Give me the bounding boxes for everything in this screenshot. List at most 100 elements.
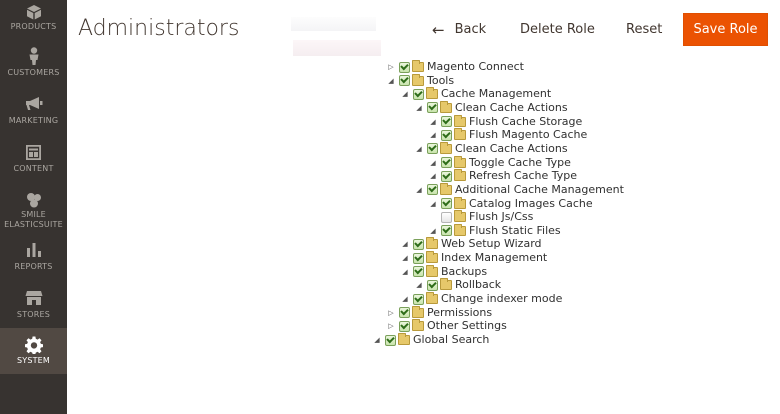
tree-node-label[interactable]: Web Setup Wizard: [441, 237, 542, 251]
collapse-toggle-icon[interactable]: ◢: [430, 158, 436, 167]
tree-node[interactable]: ◢ Index Management: [400, 251, 547, 265]
tree-node-checkbox[interactable]: [413, 293, 424, 305]
tree-node-checkbox[interactable]: [399, 320, 410, 332]
tree-node-label[interactable]: Permissions: [427, 305, 493, 319]
folder-icon: [412, 73, 424, 86]
sidebar-item-reports[interactable]: Reports: [0, 238, 67, 286]
save-role-button[interactable]: Save Role: [683, 13, 768, 46]
tree-node-checkbox[interactable]: [427, 143, 438, 155]
tree-node[interactable]: ◢ Global Search: [372, 333, 489, 347]
collapse-toggle-icon[interactable]: ◢: [416, 185, 422, 194]
tree-node[interactable]: ◢ Additional Cache Management: [414, 182, 624, 197]
tree-node[interactable]: ◢ Clean Cache Actions: [414, 141, 568, 156]
tree-node-checkbox[interactable]: [399, 307, 410, 319]
sidebar-item-content[interactable]: Content: [0, 140, 67, 188]
collapse-toggle-icon[interactable]: ◢: [402, 240, 408, 249]
tree-node-checkbox[interactable]: [441, 170, 452, 182]
tree-node-checkbox[interactable]: [413, 88, 424, 100]
tree-node-label[interactable]: Refresh Cache Type: [469, 169, 578, 183]
collapse-toggle-icon[interactable]: ◢: [402, 295, 408, 304]
collapse-toggle-icon[interactable]: ◢: [402, 90, 408, 99]
tree-node[interactable]: ▷ Permissions: [386, 305, 493, 320]
tree-node[interactable]: ◢ Backups: [400, 264, 488, 279]
tree-node-checkbox[interactable]: [441, 211, 452, 223]
tree-node-label[interactable]: Toggle Cache Type: [469, 155, 571, 169]
back-button[interactable]: ← Back: [432, 13, 486, 46]
tree-node-label[interactable]: Rollback: [455, 278, 502, 292]
expand-toggle-icon[interactable]: ▷: [388, 308, 394, 317]
collapse-toggle-icon[interactable]: ◢: [430, 117, 436, 126]
tree-node-checkbox[interactable]: [413, 252, 424, 264]
collapse-toggle-icon[interactable]: ◢: [388, 76, 394, 85]
collapse-toggle-icon[interactable]: ◢: [430, 226, 436, 235]
tree-node-label[interactable]: Index Management: [441, 251, 548, 265]
tree-node-label[interactable]: Backups: [441, 264, 488, 278]
collapse-toggle-icon[interactable]: ◢: [430, 199, 436, 208]
tree-node-label[interactable]: Catalog Images Cache: [469, 196, 593, 210]
delete-role-button[interactable]: Delete Role: [520, 22, 595, 37]
sidebar-item-marketing[interactable]: Marketing: [0, 92, 67, 140]
collapse-toggle-icon[interactable]: ◢: [416, 281, 422, 290]
reset-button[interactable]: Reset: [626, 22, 663, 37]
tree-node-label[interactable]: Additional Cache Management: [455, 182, 624, 196]
tree-node-checkbox[interactable]: [441, 157, 452, 169]
tree-node-label[interactable]: Flush Js/Css: [469, 210, 534, 224]
tree-node-checkbox[interactable]: [399, 75, 410, 87]
folder-icon: [454, 223, 466, 236]
collapse-toggle-icon[interactable]: ◢: [430, 131, 436, 140]
sidebar-item-stores[interactable]: Stores: [0, 286, 67, 334]
content-icon: [0, 142, 67, 162]
tree-node-label[interactable]: Global Search: [413, 333, 490, 346]
sidebar-item-products[interactable]: Products: [0, 0, 67, 48]
tree-node[interactable]: ◢ Flush Magento Cache: [428, 128, 587, 142]
sidebar-item-smile-elasticsuite[interactable]: Smile ElasticSuite: [0, 188, 67, 234]
tree-node[interactable]: ◢ Clean Cache Actions: [414, 100, 568, 115]
tree-node-checkbox[interactable]: [413, 238, 424, 250]
tree-node[interactable]: ▷ Other Settings: [386, 319, 507, 333]
tree-node-label[interactable]: Cache Management: [441, 87, 552, 101]
tree-node-checkbox[interactable]: [441, 116, 452, 128]
arrow-left-icon: ←: [432, 20, 445, 39]
tree-node-label[interactable]: Flush Static Files: [469, 223, 561, 237]
tree-node[interactable]: ◢ Rollback: [414, 278, 501, 292]
sidebar-item-system[interactable]: System: [0, 328, 67, 374]
tree-node[interactable]: ◢ Toggle Cache Type: [428, 155, 571, 170]
collapse-toggle-icon[interactable]: ◢: [374, 336, 380, 344]
tree-node[interactable]: ◢ Flush Cache Storage: [428, 114, 583, 129]
collapse-toggle-icon[interactable]: ◢: [402, 254, 408, 263]
tree-node-checkbox[interactable]: [441, 225, 452, 237]
tree-node[interactable]: ◢ Flush Static Files: [428, 223, 561, 238]
tree-node-checkbox[interactable]: [385, 334, 396, 346]
sidebar-item-customers[interactable]: Customers: [0, 44, 67, 92]
tree-node-checkbox[interactable]: [441, 198, 452, 209]
tree-node-label[interactable]: Clean Cache Actions: [455, 100, 568, 114]
tree-node-checkbox[interactable]: [427, 102, 438, 114]
collapse-toggle-icon[interactable]: ◢: [430, 172, 436, 181]
tree-node-checkbox[interactable]: [399, 61, 410, 73]
tree-node-label[interactable]: Clean Cache Actions: [455, 141, 568, 155]
tree-node-label[interactable]: Change indexer mode: [441, 292, 563, 306]
tree-node-checkbox[interactable]: [427, 279, 438, 291]
tree-node[interactable]: Flush Js/Css: [428, 210, 533, 224]
tree-node[interactable]: ◢ Web Setup Wizard: [400, 237, 542, 251]
tree-node-label[interactable]: Flush Magento Cache: [469, 128, 588, 142]
tree-node-checkbox[interactable]: [427, 184, 438, 196]
collapse-toggle-icon[interactable]: ◢: [402, 267, 408, 276]
tree-node-label[interactable]: Flush Cache Storage: [469, 114, 583, 128]
tree-node[interactable]: ◢ Cache Management: [400, 87, 551, 101]
tree-node[interactable]: ◢ Catalog Images Cache: [428, 196, 593, 211]
tree-node[interactable]: ▷ Magento Connect: [386, 60, 524, 74]
collapse-toggle-icon[interactable]: ◢: [416, 103, 422, 112]
tree-node[interactable]: ◢ Tools: [386, 73, 455, 88]
tree-node[interactable]: ◢ Refresh Cache Type: [428, 169, 577, 183]
tree-node[interactable]: ◢ Change indexer mode: [400, 292, 562, 306]
tree-node-checkbox[interactable]: [441, 129, 452, 141]
tree-node-label[interactable]: Magento Connect: [427, 60, 524, 73]
tree-node-checkbox[interactable]: [413, 266, 424, 278]
tree-node-label[interactable]: Tools: [427, 73, 455, 87]
expand-toggle-icon[interactable]: ▷: [388, 322, 394, 331]
sidebar-item-label: Stores: [16, 310, 51, 319]
expand-toggle-icon[interactable]: ▷: [388, 63, 394, 71]
tree-node-label[interactable]: Other Settings: [427, 319, 507, 333]
collapse-toggle-icon[interactable]: ◢: [416, 144, 422, 153]
